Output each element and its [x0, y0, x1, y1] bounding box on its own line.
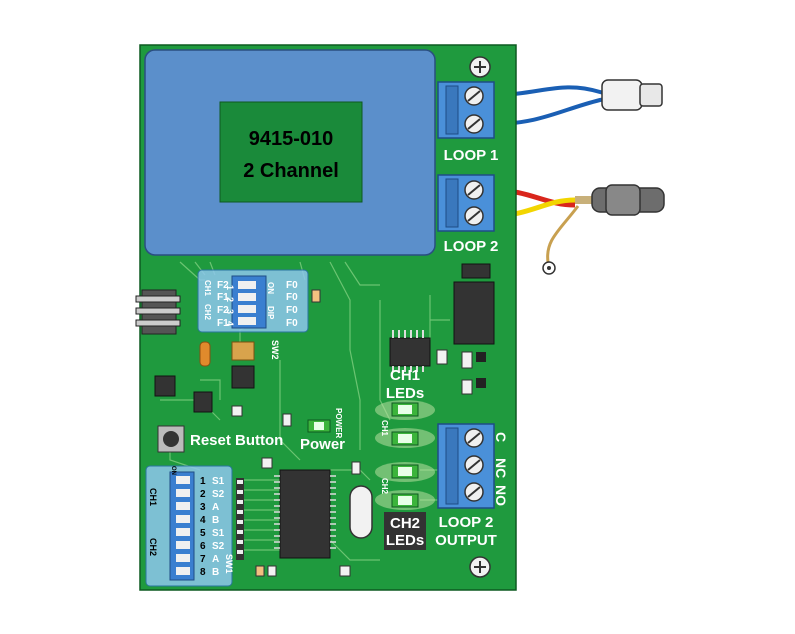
- sw2-ch1-label: CH1: [203, 280, 212, 297]
- small-resistor: [436, 349, 448, 365]
- sw1-number-8: 8: [200, 567, 206, 578]
- sw1-label-6: S2: [212, 541, 225, 552]
- small-smd-5: [339, 565, 351, 577]
- sw2-right-label-4: F0: [286, 318, 298, 329]
- sw1-on-label: ON: [170, 466, 176, 475]
- crystal: [349, 485, 373, 539]
- ch2-leds-label-2: LEDs: [386, 532, 424, 549]
- sw2-number-4: 4: [225, 321, 235, 326]
- resistor-network: [236, 478, 244, 560]
- ic-8pin: [231, 365, 255, 389]
- sw1-designator: SW1: [224, 554, 234, 574]
- sw1-label-4: B: [212, 515, 219, 526]
- small-smd-2: [282, 413, 292, 427]
- power-vertical-label: POWER: [334, 408, 343, 438]
- header-pins: [135, 289, 181, 335]
- small-smd-1: [231, 405, 243, 417]
- sw2-number-2: 2: [225, 297, 235, 302]
- transistor-2: [476, 378, 486, 388]
- main-ic-chip: [274, 469, 336, 559]
- transistor-mid: [193, 391, 213, 413]
- ch1-leds: [375, 400, 435, 448]
- sw2-left-label-2: F1: [217, 292, 229, 303]
- small-ic-top: [461, 263, 491, 279]
- sw1-label-5: S1: [212, 528, 225, 539]
- small-smd-6: [255, 565, 265, 577]
- sw1-number-2: 2: [200, 489, 206, 500]
- ch1-leds-label-1: CH1: [390, 367, 420, 384]
- sw2-right-label-2: F0: [286, 292, 298, 303]
- sw1-number-5: 5: [200, 528, 206, 539]
- sw2-left-label-1: F2: [217, 280, 229, 291]
- small-component-right-2: [461, 379, 473, 395]
- model-label-box: [219, 101, 363, 203]
- sw1-number-1: 1: [200, 476, 206, 487]
- sw2-right-label-3: F0: [286, 305, 298, 316]
- sw2-designator: SW2: [270, 340, 280, 360]
- loop2-terminal-block: [437, 174, 495, 232]
- loop1-label: LOOP 1: [444, 147, 499, 164]
- sw1-ch2-label: CH2: [148, 538, 158, 556]
- reset-button-label: Reset Button: [190, 432, 283, 449]
- ic-chip-upper: [389, 330, 431, 372]
- sw2-dip-label: DIP: [266, 306, 275, 320]
- mount-holes: [469, 56, 491, 578]
- sw1-label-7: A: [212, 554, 219, 565]
- transistor-1: [476, 352, 486, 362]
- small-led-smd-top: [311, 289, 321, 303]
- ch1-small-label: CH1: [380, 420, 389, 437]
- sw1-label-1: S1: [212, 476, 225, 487]
- ch2-small-label: CH2: [380, 478, 389, 495]
- sw1-label-2: S2: [212, 489, 225, 500]
- sw1-number-3: 3: [200, 502, 206, 513]
- ch2-leds-label-box: [384, 512, 426, 550]
- reset-button[interactable]: [157, 425, 185, 453]
- relay-nc-label: NC: [493, 458, 509, 478]
- relay-no-label: NO: [493, 485, 509, 506]
- relay-c-label: C: [493, 432, 509, 442]
- sw2-number-1: 1: [225, 285, 235, 290]
- model-channels: 2 Channel: [243, 160, 339, 182]
- sw2-on-label: ON: [266, 282, 275, 294]
- sw1-label-3: A: [212, 502, 219, 513]
- capacitor-orange: [199, 341, 211, 367]
- sw2-number-3: 3: [225, 309, 235, 314]
- loop1-wires: [491, 79, 663, 126]
- small-smd-4: [261, 457, 273, 469]
- sw2-right-label-1: F0: [286, 280, 298, 291]
- small-smd-7: [267, 565, 277, 577]
- sw2-ch2-label: CH2: [203, 304, 212, 321]
- loop2-output-label-2: OUTPUT: [435, 532, 497, 549]
- transistor-left: [154, 375, 176, 397]
- small-smd-3: [351, 461, 361, 475]
- sw2-left-label-4: F1: [217, 318, 229, 329]
- loop2-output-label-1: LOOP 2: [439, 514, 494, 531]
- sw2-left-label-3: F2: [217, 305, 229, 316]
- sw1-label-8: B: [212, 567, 219, 578]
- ch2-leds: [375, 462, 435, 510]
- ch2-leds-label-1: CH2: [390, 515, 420, 532]
- model-number: 9415-010: [249, 128, 334, 150]
- loop2-wires: [491, 184, 665, 275]
- relay: [453, 281, 495, 345]
- sw1-ch1-label: CH1: [148, 488, 158, 506]
- sw1-number-4: 4: [200, 515, 206, 526]
- output-terminal-block: [437, 423, 495, 509]
- dip-switch-sw1: [145, 465, 233, 587]
- dip-switch-sw2: [197, 269, 309, 333]
- small-component-right: [461, 351, 473, 369]
- sw1-number-6: 6: [200, 541, 206, 552]
- sw1-number-7: 7: [200, 554, 206, 565]
- power-label: Power: [300, 436, 345, 453]
- loop1-terminal-block: [437, 81, 495, 139]
- capacitor-tan: [231, 341, 255, 361]
- loop2-label: LOOP 2: [444, 238, 499, 255]
- ch1-leds-label-2: LEDs: [386, 385, 424, 402]
